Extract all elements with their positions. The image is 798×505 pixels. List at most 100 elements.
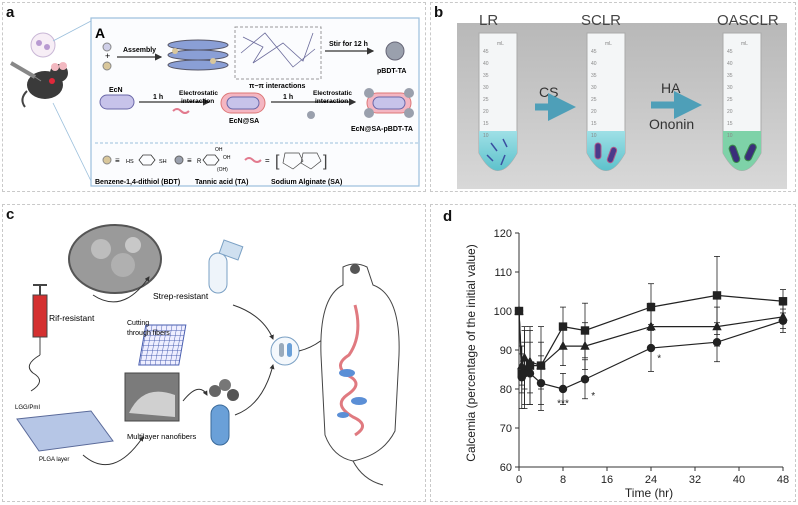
svg-text:=: = bbox=[265, 156, 270, 165]
svg-text:35: 35 bbox=[483, 73, 489, 79]
svg-text:15: 15 bbox=[591, 121, 597, 127]
x-tick-label: 40 bbox=[733, 474, 745, 486]
y-tick-label: 110 bbox=[494, 267, 512, 279]
y-axis-label: Calcemia (percentage of the initial valu… bbox=[464, 244, 478, 461]
pbdt-ta-label: pBDT-TA bbox=[377, 68, 406, 75]
svg-text:45: 45 bbox=[727, 49, 733, 55]
data-point-triangle bbox=[558, 340, 568, 350]
step1-time: 1 h bbox=[153, 94, 163, 101]
strep-tube bbox=[208, 239, 244, 294]
svg-text:mL: mL bbox=[605, 41, 612, 47]
data-point-circle bbox=[712, 338, 722, 347]
svg-text:15: 15 bbox=[483, 121, 489, 127]
panel-b: b LR SCLR OASCLR bbox=[430, 2, 796, 192]
svg-text:[: [ bbox=[275, 153, 280, 170]
svg-text:40: 40 bbox=[483, 61, 489, 67]
fiber-grid bbox=[138, 324, 187, 366]
svg-text:40: 40 bbox=[727, 61, 733, 67]
svg-text:15: 15 bbox=[727, 121, 733, 127]
panel-b-figure: LR SCLR OASCLR mL 45 40 35 bbox=[457, 12, 787, 189]
syringe bbox=[32, 284, 48, 355]
x-tick-label: 48 bbox=[777, 474, 789, 486]
arrow-ononin-label: Ononin bbox=[649, 116, 694, 132]
plga-sheet bbox=[16, 410, 114, 452]
tube-lr bbox=[478, 32, 518, 171]
graduations-sclr: mL 45 40 35 30 25 20 15 10 bbox=[591, 41, 612, 139]
step2-time: 1 h bbox=[283, 94, 293, 101]
data-point-circle bbox=[536, 378, 546, 388]
significance-annotation: * bbox=[591, 391, 595, 402]
data-point-triangle bbox=[580, 340, 590, 350]
svg-text:+: + bbox=[105, 51, 110, 61]
ta-r: R bbox=[197, 159, 202, 165]
y-tick-label: 60 bbox=[500, 462, 512, 474]
ta-oh2: OH bbox=[223, 155, 231, 161]
significance-annotation: * bbox=[657, 354, 661, 365]
lgg-label: LGG/PmI bbox=[15, 405, 40, 411]
tube-sclr bbox=[586, 32, 626, 171]
y-tick-label: 90 bbox=[500, 345, 512, 357]
data-point-circle bbox=[558, 384, 568, 394]
ecn-label: EcN bbox=[109, 87, 123, 94]
x-tick-label: 32 bbox=[689, 474, 701, 486]
svg-text:25: 25 bbox=[727, 97, 733, 103]
data-point-circle bbox=[525, 369, 535, 378]
panel-c: c Strep-resistant Rif-resistant LGG/PmI … bbox=[2, 204, 426, 502]
svg-text:≡: ≡ bbox=[187, 156, 192, 165]
bdt-sh: SH bbox=[159, 159, 167, 165]
panel-c-figure: Strep-resistant Rif-resistant LGG/PmI PL… bbox=[15, 224, 400, 486]
x-tick-label: 8 bbox=[560, 474, 566, 486]
significance-annotation: * bbox=[561, 387, 565, 398]
data-point-circle bbox=[514, 306, 524, 316]
svg-text:25: 25 bbox=[591, 97, 597, 103]
plga-label: PLGA layer bbox=[39, 457, 69, 463]
cutting-label-2: through fibers bbox=[127, 330, 170, 337]
svg-text:35: 35 bbox=[727, 73, 733, 79]
ecn-sa-pbdt-ta-label: EcN@SA-pBDT-TA bbox=[351, 126, 413, 133]
data-point-square bbox=[712, 291, 722, 300]
svg-text:20: 20 bbox=[483, 109, 489, 115]
step1-type-line1: Electrostatic bbox=[179, 90, 218, 97]
mouse-illustration bbox=[9, 20, 92, 182]
svg-text:mL: mL bbox=[741, 41, 748, 47]
svg-text:30: 30 bbox=[483, 85, 489, 91]
svg-text:30: 30 bbox=[727, 85, 733, 91]
x-tick-label: 16 bbox=[601, 474, 613, 486]
svg-text:30: 30 bbox=[591, 85, 597, 91]
step1-type-line2: interaction bbox=[181, 98, 214, 105]
bdt-hs: HS bbox=[126, 159, 134, 165]
svg-text:45: 45 bbox=[483, 49, 489, 55]
mouse-gut-illustration bbox=[320, 263, 400, 486]
graduations-oasclr: mL 45 40 35 30 25 20 15 10 bbox=[727, 41, 748, 139]
data-point-circle bbox=[580, 375, 590, 384]
series-line-triangle bbox=[518, 310, 784, 367]
y-tick-label: 100 bbox=[494, 306, 512, 318]
svg-text:40: 40 bbox=[591, 61, 597, 67]
ta-oh1: OH bbox=[215, 147, 223, 153]
svg-text:10: 10 bbox=[483, 133, 489, 139]
ecn-sa-label: EcN@SA bbox=[229, 118, 259, 125]
data-point-circle bbox=[778, 316, 788, 325]
tube-oasclr bbox=[722, 32, 762, 171]
significance-annotation: *** bbox=[557, 399, 569, 410]
arrow-cs-label: CS bbox=[539, 84, 558, 100]
x-tick-label: 24 bbox=[645, 474, 657, 486]
y-tick-label: 120 bbox=[494, 228, 512, 240]
svg-text:mL: mL bbox=[497, 41, 504, 47]
step2-type-line1: Electrostatic bbox=[313, 90, 352, 97]
panel-b-label: b bbox=[434, 4, 444, 21]
y-tick-label: 70 bbox=[500, 423, 512, 435]
multilayer-label: Multilayer nanofibers bbox=[127, 432, 196, 441]
cutting-label-1: Cutting bbox=[127, 320, 149, 327]
panel-a-sublabel: A bbox=[95, 25, 105, 41]
panel-d-label: d bbox=[443, 208, 453, 225]
svg-text:]: ] bbox=[323, 153, 327, 170]
fiber-tube bbox=[209, 379, 239, 446]
stir-label: Stir for 12 h bbox=[329, 41, 368, 48]
tube-sclr-label: SCLR bbox=[581, 12, 621, 29]
panel-c-label: c bbox=[6, 206, 15, 223]
graduations-lr: mL 45 40 35 30 25 20 15 10 bbox=[483, 41, 504, 139]
ta-oh3: (OH) bbox=[217, 167, 228, 173]
